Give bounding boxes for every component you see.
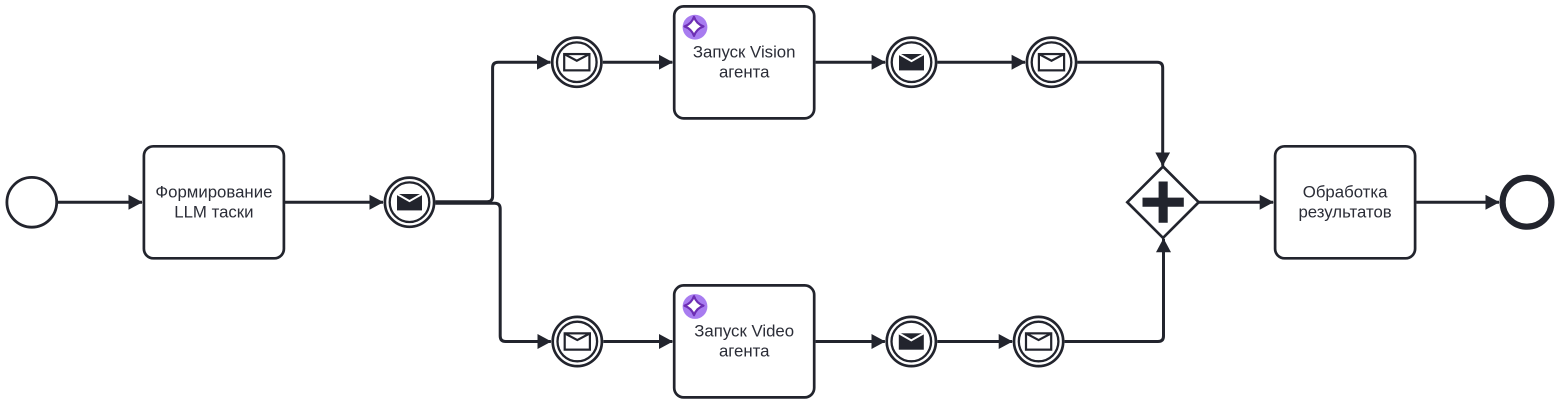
- svg-text:агента: агента: [719, 62, 770, 81]
- svg-text:агента: агента: [719, 342, 770, 361]
- svg-text:LLM таски: LLM таски: [174, 202, 253, 221]
- svg-text:результатов: результатов: [1298, 202, 1391, 221]
- svg-text:Формирование: Формирование: [155, 182, 272, 201]
- svg-text:Запуск Video: Запуск Video: [694, 322, 794, 341]
- svg-text:Обработка: Обработка: [1303, 182, 1388, 201]
- svg-text:Запуск Vision: Запуск Vision: [693, 42, 796, 61]
